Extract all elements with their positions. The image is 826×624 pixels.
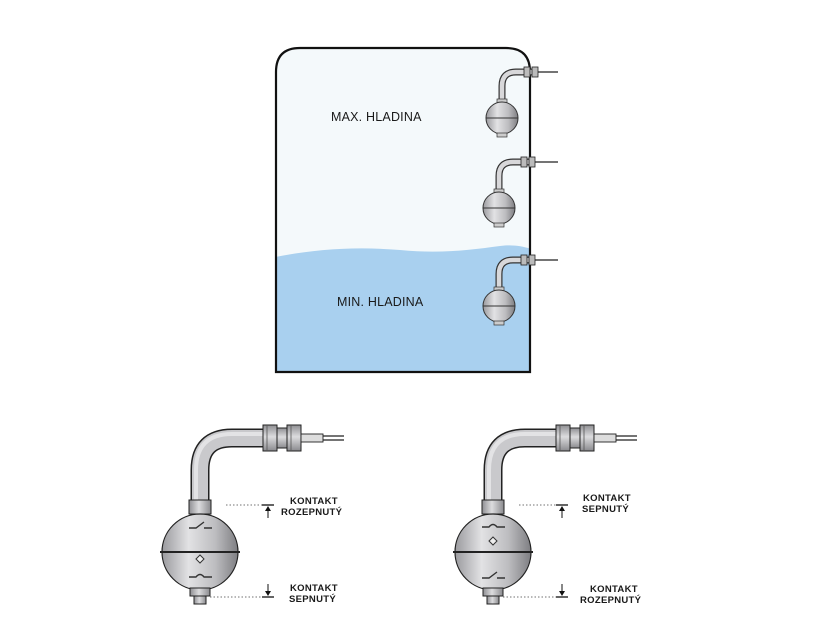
arrow-down-icon [556, 584, 568, 598]
arrow-up-icon [556, 504, 568, 518]
float-switch-upper [485, 66, 558, 138]
left-bottom-label-1: KONTAKT [290, 583, 338, 594]
float-switch-lower [482, 254, 558, 326]
arrow-down-icon [262, 584, 274, 598]
right-bottom-label-2: ROZEPNUTÝ [580, 594, 642, 606]
detail-switch-left [160, 424, 344, 605]
detail-switch-right [453, 424, 637, 605]
right-top-label-1: KONTAKT [583, 493, 631, 504]
left-bottom-label-2: SEPNUTÝ [289, 593, 336, 605]
min-level-label: MIN. HLADINA [337, 295, 424, 309]
float-switch-middle [482, 156, 558, 228]
left-top-label-2: ROZEPNUTÝ [281, 506, 343, 518]
water-fill [276, 245, 530, 372]
tank-outline [274, 46, 532, 374]
left-top-label-1: KONTAKT [290, 496, 338, 507]
tank [274, 46, 532, 374]
right-bottom-label-1: KONTAKT [590, 584, 638, 595]
right-top-label-2: SEPNUTÝ [582, 503, 629, 515]
max-level-label: MAX. HLADINA [331, 110, 422, 124]
arrow-up-icon [262, 504, 274, 518]
